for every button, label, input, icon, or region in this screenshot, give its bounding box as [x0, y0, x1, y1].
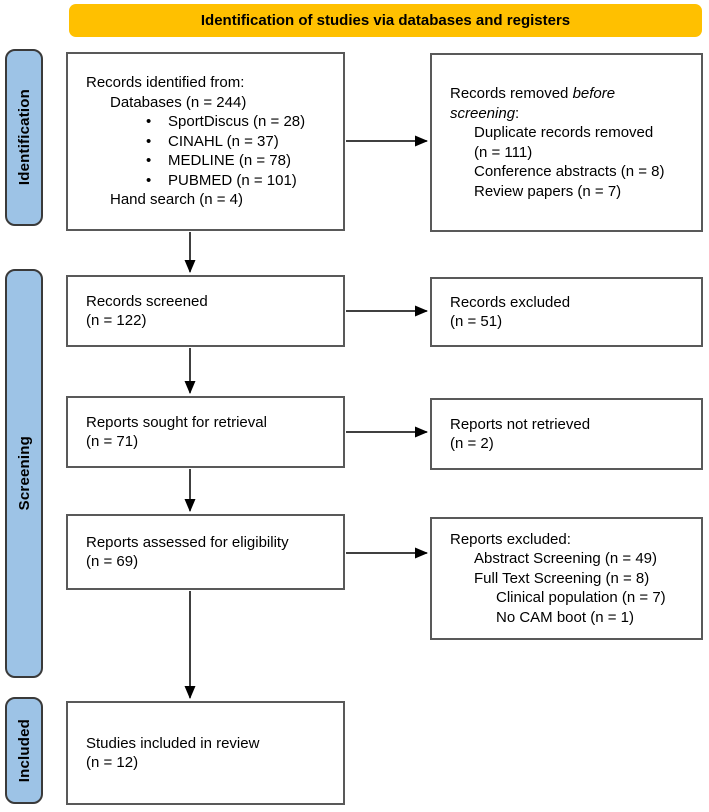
records-identified-title: Records identified from: — [86, 74, 245, 92]
reports-sought-count: (n = 71) — [86, 433, 139, 450]
bullet-icon: • — [146, 171, 152, 189]
box-reports-assessed: Reports assessed for eligibility (n = 69… — [66, 514, 345, 590]
source-pubmed: PUBMED (n = 101) — [168, 171, 297, 189]
records-screened-label: Records screened — [86, 292, 208, 310]
reports-excluded-item: Full Text Screening (n = 8) — [474, 569, 650, 587]
reports-excluded-subitem: Clinical population (n = 7) — [496, 589, 666, 607]
records-identified-databases: Databases (n = 244) — [110, 93, 247, 111]
records-excluded-label: Records excluded — [450, 293, 571, 311]
reports-not-retrieved-count: (n = 2) — [450, 435, 494, 452]
source-sportdiscus: SportDiscus (n = 28) — [168, 113, 306, 131]
stage-identification: Identification — [5, 49, 43, 226]
removed-item-count: (n = 111) — [474, 143, 533, 161]
source-medline: MEDLINE (n = 78) — [168, 152, 291, 170]
box-records-excluded: Records excluded (n = 51) — [430, 277, 703, 347]
records-excluded-count: (n = 51) — [450, 313, 503, 330]
box-records-removed: Records removed before screening: Duplic… — [430, 53, 703, 232]
reports-excluded-item: Abstract Screening (n = 49) — [474, 550, 658, 568]
banner-label: Identification of studies via databases … — [200, 12, 571, 29]
source-cinahl: CINAHL (n = 37) — [168, 132, 279, 150]
bullet-icon: • — [146, 132, 152, 150]
reports-excluded-title: Reports excluded: — [450, 530, 571, 548]
records-removed-title-italic: before — [572, 85, 616, 102]
studies-included-count: (n = 12) — [86, 754, 139, 771]
box-reports-excluded: Reports excluded: Abstract Screening (n … — [430, 517, 703, 640]
records-removed-title-colon: : — [515, 104, 520, 122]
stage-included: Included — [5, 697, 43, 804]
stage-identification-label: Identification — [15, 89, 33, 186]
box-reports-sought: Reports sought for retrieval (n = 71) — [66, 396, 345, 468]
studies-included-label: Studies included in review — [86, 734, 260, 752]
removed-item: Conference abstracts (n = 8) — [474, 163, 665, 180]
records-removed-title-line1: Records removed before — [432, 84, 701, 104]
records-removed-title-italic2: screening — [450, 104, 516, 122]
stage-included-label: Included — [15, 718, 33, 783]
stage-screening-label: Screening — [15, 436, 33, 511]
source-item: • PUBMED (n = 101) — [68, 171, 343, 191]
reports-sought-label: Reports sought for retrieval — [86, 413, 267, 431]
records-removed-title-line2: screening: — [432, 104, 701, 124]
reports-assessed-label: Reports assessed for eligibility — [86, 533, 289, 551]
box-reports-not-retrieved: Reports not retrieved (n = 2) — [430, 398, 703, 470]
records-identified-hand-search: Hand search (n = 4) — [110, 191, 243, 209]
reports-not-retrieved-label: Reports not retrieved — [450, 415, 591, 433]
reports-assessed-count: (n = 69) — [86, 553, 139, 570]
bullet-icon: • — [146, 113, 152, 131]
removed-item: Duplicate records removed — [474, 124, 654, 141]
source-item: • MEDLINE (n = 78) — [68, 151, 343, 171]
box-records-identified: Records identified from: Databases (n = … — [66, 52, 345, 231]
reports-excluded-subitem: No CAM boot (n = 1) — [496, 608, 634, 626]
bullet-icon: • — [146, 152, 152, 170]
source-item: • SportDiscus (n = 28) — [68, 112, 343, 132]
box-studies-included: Studies included in review (n = 12) — [66, 701, 345, 805]
stage-screening: Screening — [5, 269, 43, 678]
removed-item: Review papers (n = 7) — [474, 182, 622, 200]
box-records-screened: Records screened (n = 122) — [66, 275, 345, 347]
records-removed-title-normal: Records removed — [450, 85, 573, 102]
records-screened-count: (n = 122) — [86, 312, 147, 329]
source-item: • CINAHL (n = 37) — [68, 132, 343, 152]
banner: Identification of studies via databases … — [69, 4, 702, 37]
